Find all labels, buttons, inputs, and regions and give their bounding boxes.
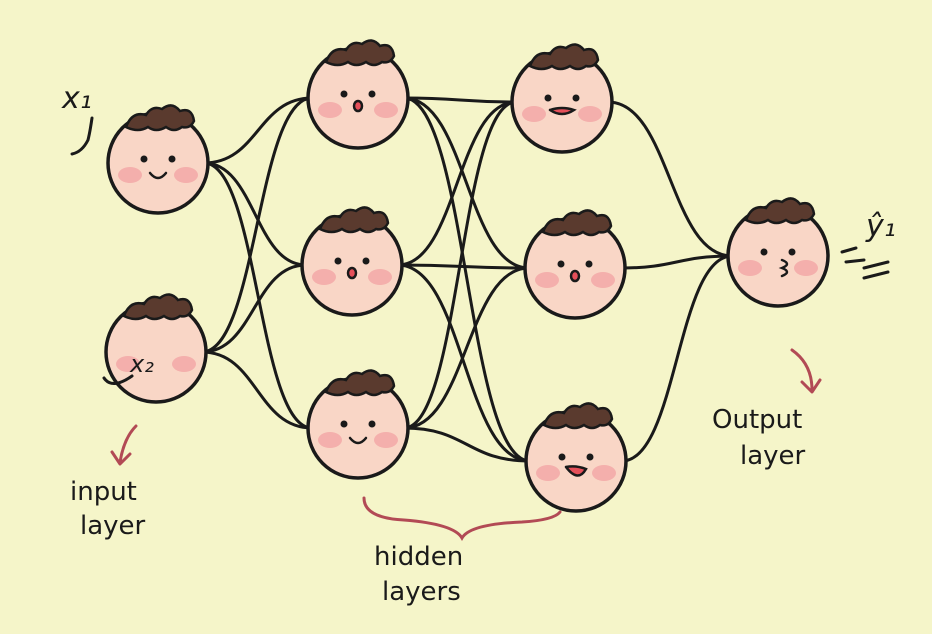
cheek — [794, 260, 818, 276]
neuron-layer1-0 — [306, 39, 410, 150]
connection-line — [201, 263, 307, 354]
connection-line — [397, 100, 517, 267]
eye — [557, 260, 565, 268]
hair — [324, 369, 396, 397]
connection-line — [621, 254, 733, 463]
x2-arrow — [102, 374, 134, 385]
connection-line — [397, 263, 531, 463]
hair — [542, 402, 614, 430]
hair — [124, 104, 196, 132]
hidden-layers-label-line2: layers — [382, 577, 461, 607]
cheek — [368, 269, 392, 285]
cheek — [172, 356, 196, 372]
eye — [140, 155, 148, 163]
x1-arrow — [70, 116, 94, 156]
equals-sign — [862, 260, 890, 280]
cheek — [374, 432, 398, 448]
connection-line — [403, 96, 530, 270]
neurons — [104, 39, 830, 513]
cheek — [591, 272, 615, 288]
hair — [318, 206, 390, 234]
eye — [558, 453, 566, 461]
eye — [334, 257, 342, 265]
input-layer-label-line1: input — [70, 477, 137, 507]
eye — [586, 453, 594, 461]
hidden-brace — [362, 496, 562, 542]
hidden-layers-label-line1: hidden — [374, 542, 463, 572]
connection-line — [403, 100, 517, 430]
eye — [368, 90, 376, 98]
hair — [541, 209, 613, 237]
connection-line — [403, 266, 530, 430]
output-layer-label-line2: layer — [740, 441, 806, 471]
neuron-layer2-2 — [524, 402, 628, 513]
mouth — [352, 99, 364, 113]
cheek — [174, 167, 198, 183]
mouth — [778, 258, 789, 278]
cheek — [118, 167, 142, 183]
mouth — [548, 106, 577, 116]
x1-label: x₁ — [61, 81, 92, 116]
cheek — [738, 260, 762, 276]
eye — [544, 94, 552, 102]
hair — [122, 293, 194, 321]
mouth — [569, 269, 581, 283]
eye — [368, 420, 376, 428]
eye — [585, 260, 593, 268]
eye — [340, 420, 348, 428]
eye — [572, 94, 580, 102]
connection-line — [403, 96, 517, 104]
cheek — [536, 465, 560, 481]
connection-line — [403, 96, 531, 463]
mouth — [148, 171, 168, 180]
neuron-layer1-1 — [300, 206, 404, 317]
output-arrow — [790, 348, 822, 394]
yhat-arrow — [840, 246, 866, 264]
cheek — [592, 465, 616, 481]
connection-line — [201, 96, 313, 354]
cheek — [522, 106, 546, 122]
neuron-layer2-0 — [510, 43, 614, 154]
cheek — [318, 102, 342, 118]
eye — [168, 155, 176, 163]
cheek — [116, 356, 140, 372]
cheek — [312, 269, 336, 285]
connection-line — [403, 426, 531, 463]
input-layer-label-line2: layer — [80, 511, 146, 541]
connection-line — [203, 161, 313, 430]
yhat-label: ŷ₁ — [865, 209, 896, 244]
connection-line — [203, 96, 313, 165]
cheek — [374, 102, 398, 118]
mouth — [348, 436, 368, 445]
eye — [362, 257, 370, 265]
neuron-layer1-2 — [306, 369, 410, 480]
output-layer-label-line1: Output — [712, 405, 802, 435]
hair — [324, 39, 396, 67]
connections — [201, 96, 733, 463]
neuron-layer3-0 — [726, 197, 830, 308]
neuron-layer0-1 — [104, 293, 208, 404]
connection-line — [620, 254, 733, 270]
input-arrow — [110, 424, 138, 466]
cheek — [535, 272, 559, 288]
cheek — [578, 106, 602, 122]
eye — [760, 248, 768, 256]
connection-line — [397, 263, 530, 270]
cheek — [318, 432, 342, 448]
neuron-layer0-0 — [106, 104, 210, 215]
hair — [744, 197, 816, 225]
connection-line — [607, 100, 733, 258]
eye — [340, 90, 348, 98]
hair — [528, 43, 600, 71]
eye — [788, 248, 796, 256]
mouth — [564, 465, 588, 477]
x2-label: x₂ — [129, 350, 154, 378]
connection-line — [203, 161, 307, 267]
neuron-layer2-1 — [523, 209, 627, 320]
connection-line — [201, 350, 313, 430]
mouth — [346, 266, 358, 280]
